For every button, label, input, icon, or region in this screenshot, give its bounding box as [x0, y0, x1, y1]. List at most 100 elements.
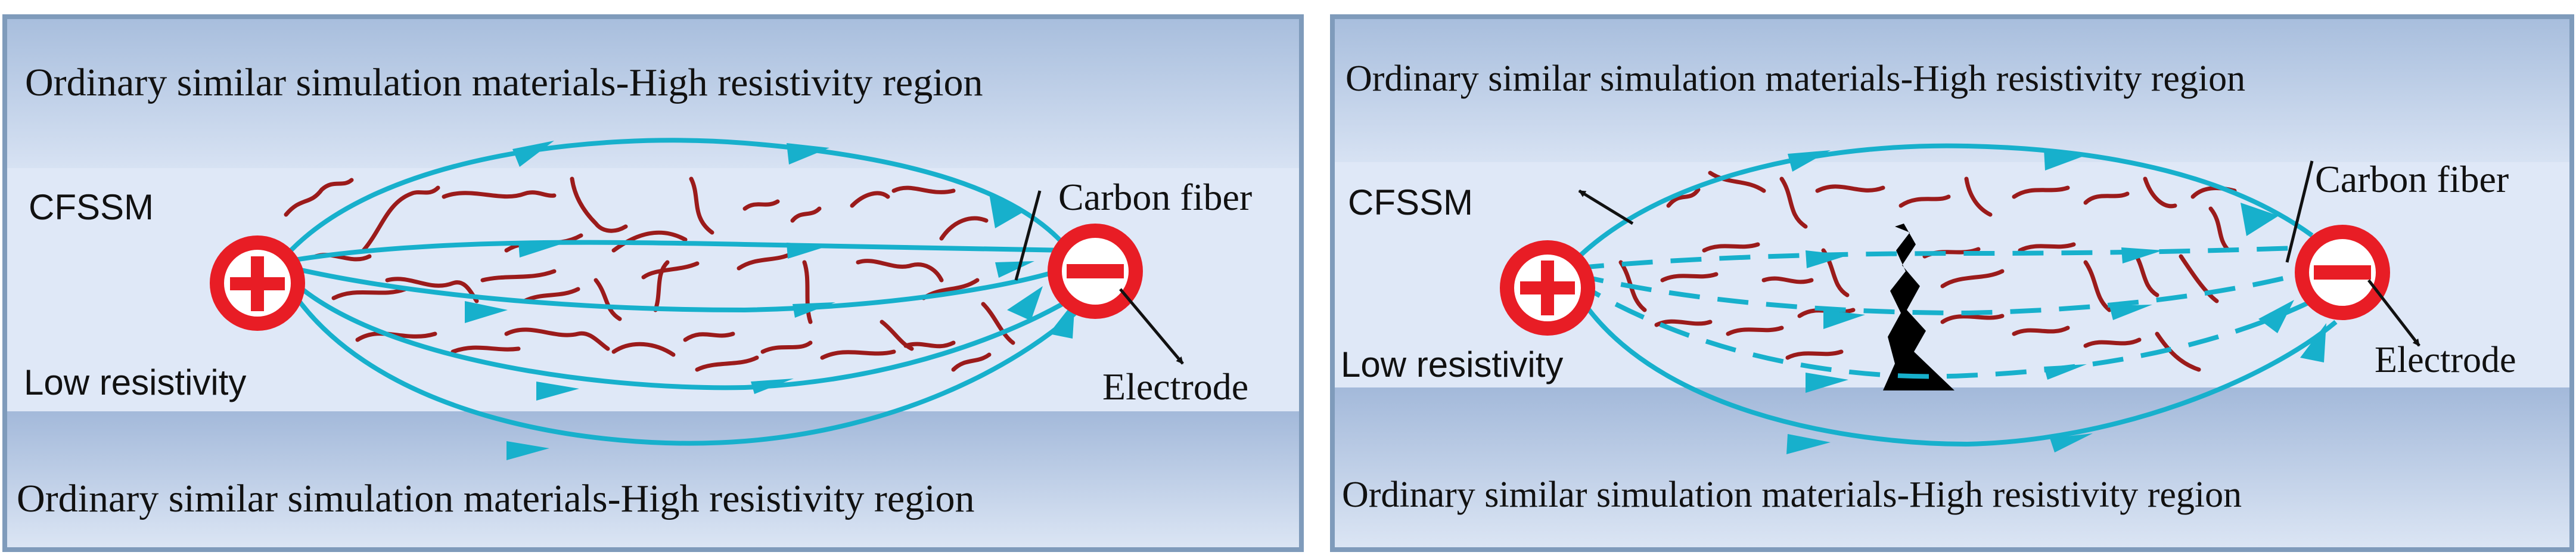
carbon-fiber	[790, 206, 822, 223]
carbon-fiber-leader	[2285, 160, 2314, 263]
carbon-fiber	[450, 345, 521, 354]
carbon-fiber	[737, 251, 795, 271]
high-resistivity-region-top	[1335, 19, 2569, 162]
carbon-fiber	[1726, 325, 1784, 336]
current-line	[1573, 245, 2313, 271]
crack-icon	[1883, 224, 1954, 390]
carbon-fiber	[891, 185, 956, 194]
carbon-fiber	[850, 191, 890, 208]
current-arrowheads	[1786, 149, 2326, 454]
current-lines	[1571, 143, 2338, 447]
carbon-fiber	[981, 302, 1015, 345]
carbon-fiber	[683, 331, 735, 342]
carbon-fiber	[2155, 331, 2201, 372]
plus-electrode-icon	[210, 235, 305, 331]
current-arrowhead	[1806, 373, 1848, 393]
current-line	[1571, 278, 2319, 379]
carbon-fiber	[2083, 337, 2142, 348]
current-arrowhead	[2258, 300, 2294, 333]
current-arrowhead	[1007, 286, 1043, 321]
carbon-fiber	[1779, 176, 1808, 229]
carbon-fiber	[1785, 349, 1844, 360]
top-region-label: Ordinary similar simulation materials-Hi…	[25, 61, 983, 104]
carbon-fiber	[1660, 272, 1719, 283]
carbon-fiber	[1708, 170, 1766, 193]
carbon-fiber	[689, 176, 714, 235]
carbon-fiber	[856, 259, 944, 283]
carbon-fiber	[1940, 269, 2005, 289]
carbon-fiber-label: Carbon fiber	[2315, 158, 2509, 200]
current-arrowhead	[751, 379, 794, 394]
current-line	[1571, 143, 2314, 264]
carbon-fiber	[442, 190, 557, 199]
carbon-fiber	[593, 278, 622, 321]
electrode-label: Electrode	[1102, 365, 1248, 408]
carbon-fiber	[695, 355, 759, 372]
current-arrowhead	[2044, 149, 2087, 170]
current-arrowhead	[512, 141, 554, 167]
carbon-fiber	[385, 277, 479, 303]
current-arrowhead	[2109, 305, 2152, 320]
carbon-fiber	[1815, 184, 1885, 193]
current-arrowhead	[787, 143, 829, 165]
carbon-fiber	[1940, 314, 2005, 324]
high-resistivity-region-bottom	[1335, 387, 2569, 547]
low-resistivity-label: Low resistivity	[24, 362, 246, 402]
current-arrowheads	[465, 141, 1075, 460]
carbon-fiber	[951, 352, 992, 372]
carbon-fiber	[903, 340, 956, 349]
carbon-fiber	[284, 178, 354, 217]
plus-electrode-icon	[1500, 240, 1595, 336]
material-leader	[1578, 189, 1634, 225]
current-line	[278, 266, 1074, 390]
current-arrowhead	[465, 301, 508, 323]
carbon-fiber	[1898, 194, 1951, 208]
electrode-label: Electrode	[2375, 340, 2516, 380]
carbon-fiber	[939, 216, 989, 241]
panel-intact: Ordinary similar simulation materials-Hi…	[2, 14, 1304, 552]
current-arrowhead	[1823, 310, 1865, 329]
carbon-fiber	[2018, 242, 2076, 253]
carbon-fiber	[2083, 191, 2130, 205]
current-arrowhead	[518, 241, 560, 258]
carbon-fiber	[611, 342, 676, 357]
carbon-fiber	[522, 287, 580, 303]
high-resistivity-region-top	[7, 19, 1299, 168]
carbon-fiber	[641, 261, 700, 280]
carbon-fiber	[480, 269, 557, 283]
current-line	[1573, 269, 2313, 316]
bottom-region-label: Ordinary similar simulation materials-Hi…	[1342, 475, 2242, 515]
carbon-fiber	[2012, 325, 2070, 336]
current-arrowhead	[787, 243, 829, 259]
minus-electrode-icon	[1048, 224, 1143, 319]
current-line	[279, 263, 1068, 313]
material-label: CFSSM	[29, 187, 154, 227]
current-line	[279, 240, 1067, 265]
carbon-fiber	[2179, 254, 2219, 303]
current-line	[278, 270, 1080, 446]
current-arrowhead	[1786, 434, 1831, 454]
current-arrowhead	[536, 382, 579, 401]
top-region-label: Ordinary similar simulation materials-Hi…	[1346, 58, 2245, 99]
current-arrowhead	[1788, 150, 1831, 172]
current-arrowhead	[793, 302, 835, 318]
low-resistivity-label: Low resistivity	[1341, 345, 1563, 385]
high-resistivity-region-bottom	[7, 411, 1299, 547]
carbon-fiber-label: Carbon fiber	[1058, 176, 1252, 218]
electrode-leader	[2367, 279, 2420, 347]
carbon-fiber	[742, 199, 780, 211]
current-line	[1571, 285, 2338, 447]
current-arrowhead	[2044, 364, 2087, 380]
current-arrowhead	[989, 194, 1026, 228]
carbon-fiber	[2012, 185, 2070, 199]
carbon-fiber	[1666, 187, 1701, 208]
carbon-fiber	[802, 260, 813, 324]
carbon-fiber	[820, 349, 896, 360]
carbon-fiber	[1761, 276, 1814, 284]
carbon-fiber	[1964, 176, 1993, 217]
current-arrowhead	[2241, 203, 2279, 236]
carbon-fiber	[504, 327, 610, 351]
current-line	[278, 138, 1069, 264]
current-arrowhead	[507, 441, 549, 460]
